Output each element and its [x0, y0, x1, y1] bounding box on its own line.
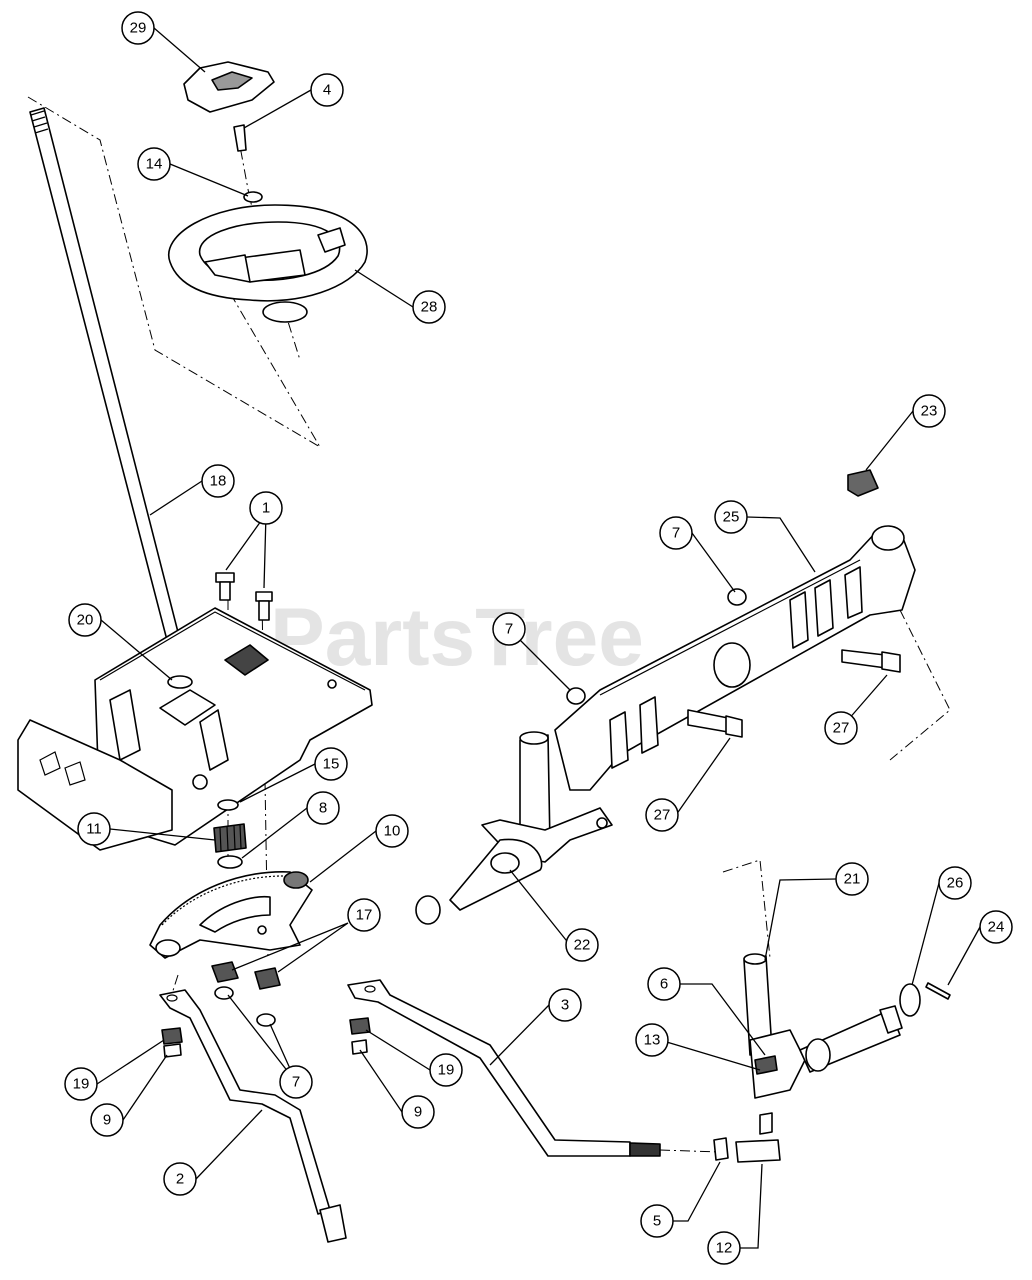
callout-21: 21: [835, 862, 869, 896]
callout-5: 5: [640, 1204, 674, 1238]
axle-bolts: [687, 649, 901, 738]
svg-text:25: 25: [723, 509, 740, 526]
callout-25: 25: [714, 500, 748, 534]
svg-text:9: 9: [103, 1112, 111, 1129]
svg-text:1: 1: [262, 500, 270, 517]
hex-nuts-17: [211, 961, 281, 1027]
cotter-pin: [925, 982, 951, 1000]
cap-screw: [233, 124, 247, 152]
callout-12: 12: [707, 1231, 741, 1265]
callout-22: 22: [565, 928, 599, 962]
callout-9-left: 9: [90, 1103, 124, 1137]
steering-shaft: [29, 107, 187, 669]
callout-20: 20: [68, 603, 102, 637]
svg-text:11: 11: [86, 821, 102, 838]
callout-7-axle-right: 7: [659, 516, 693, 550]
svg-text:9: 9: [414, 1104, 422, 1121]
jam-nut-5: [713, 1137, 729, 1161]
svg-text:12: 12: [716, 1240, 733, 1257]
drag-link-2: [159, 989, 347, 1243]
washer-small: [243, 191, 263, 203]
nuts-left: [161, 1027, 183, 1058]
front-axle: [554, 525, 916, 791]
svg-text:24: 24: [988, 919, 1005, 936]
svg-text:20: 20: [77, 612, 94, 629]
svg-text:13: 13: [644, 1032, 661, 1049]
svg-text:17: 17: [356, 907, 373, 924]
svg-text:19: 19: [438, 1062, 455, 1079]
svg-text:5: 5: [653, 1213, 661, 1230]
bushing-8: [217, 855, 243, 869]
svg-text:15: 15: [323, 756, 340, 773]
spacer-7-left: [566, 687, 586, 705]
callout-11: 11: [77, 812, 111, 846]
right-spindle: [743, 953, 903, 1135]
washer-26: [899, 983, 921, 1017]
svg-text:8: 8: [319, 800, 327, 817]
callout-3: 3: [548, 988, 582, 1022]
watermark-text: PartsTree: [270, 592, 644, 683]
callout-13: 13: [635, 1023, 669, 1057]
left-spindle: [415, 731, 613, 925]
svg-text:7: 7: [505, 621, 513, 638]
callout-26: 26: [938, 866, 972, 900]
svg-text:7: 7: [292, 1074, 300, 1091]
callout-1: 1: [249, 491, 283, 525]
svg-text:6: 6: [660, 976, 668, 993]
callout-8: 8: [306, 791, 340, 825]
axle-nut-23: [847, 469, 879, 497]
callout-24: 24: [979, 910, 1013, 944]
svg-text:4: 4: [323, 82, 331, 99]
steering-wheel-cap: [183, 61, 275, 113]
svg-text:7: 7: [672, 525, 680, 542]
washer-20: [167, 675, 193, 689]
svg-text:21: 21: [844, 871, 861, 888]
callout-7-sector: 7: [279, 1065, 313, 1099]
callout-27-left: 27: [645, 798, 679, 832]
svg-text:23: 23: [921, 403, 938, 420]
callout-15: 15: [314, 747, 348, 781]
svg-text:26: 26: [947, 875, 964, 892]
svg-text:19: 19: [73, 1076, 90, 1093]
callout-27-right: 27: [824, 711, 858, 745]
callout-10: 10: [375, 814, 409, 848]
svg-text:2: 2: [176, 1171, 184, 1188]
sector-gear: [149, 871, 313, 959]
svg-text:27: 27: [833, 720, 850, 737]
callout-4: 4: [310, 73, 344, 107]
callout-18: 18: [201, 464, 235, 498]
svg-text:10: 10: [384, 823, 401, 840]
callout-14: 14: [137, 147, 171, 181]
callout-28: 28: [412, 290, 446, 324]
drag-link-3: [347, 979, 661, 1157]
washer-15: [217, 799, 239, 811]
callout-7-axle-left: 7: [492, 612, 526, 646]
callout-2: 2: [163, 1162, 197, 1196]
callout-19-left: 19: [64, 1067, 98, 1101]
pinion-gear: [213, 823, 247, 853]
svg-text:29: 29: [130, 20, 147, 37]
svg-text:14: 14: [146, 156, 163, 173]
callout-17: 17: [347, 898, 381, 932]
svg-text:3: 3: [561, 997, 569, 1014]
ball-joint-12: [735, 1139, 781, 1163]
hex-bolts: [215, 572, 273, 621]
svg-text:18: 18: [210, 473, 227, 490]
callout-29: 29: [121, 11, 155, 45]
svg-text:22: 22: [574, 937, 591, 954]
nuts-right: [349, 1017, 371, 1055]
svg-text:28: 28: [421, 299, 438, 316]
callout-6: 6: [647, 967, 681, 1001]
callout-23: 23: [912, 394, 946, 428]
svg-text:27: 27: [654, 807, 671, 824]
steering-support-plate: [17, 607, 373, 851]
callout-9-right: 9: [401, 1095, 435, 1129]
callout-19-right: 19: [429, 1053, 463, 1087]
spacer-7-right: [727, 588, 747, 606]
steering-wheel: [167, 204, 368, 323]
